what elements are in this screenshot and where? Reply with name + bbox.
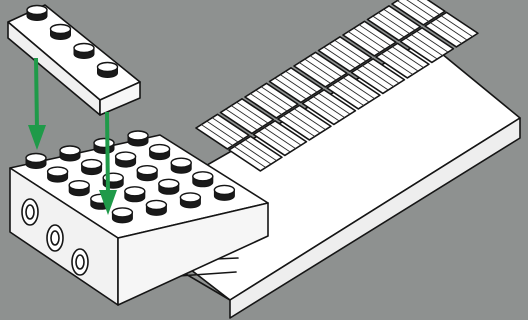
- base-brick-stud: [180, 193, 200, 208]
- placement-arrow-left: [36, 58, 37, 130]
- placement-arrow-right: [107, 112, 108, 195]
- stud-top: [214, 185, 234, 194]
- base-brick-stud: [69, 181, 89, 196]
- side-hole-inner: [26, 205, 34, 219]
- stud-top: [180, 193, 200, 202]
- side-hole-inner: [51, 231, 59, 245]
- stud-top: [74, 44, 94, 53]
- base-brick-stud: [128, 131, 148, 146]
- stud-top: [48, 167, 68, 176]
- stud-top: [159, 179, 179, 188]
- stud-top: [82, 160, 102, 169]
- base-brick-stud: [26, 154, 46, 169]
- base-brick-stud: [137, 166, 157, 181]
- loose-plate-stud: [51, 25, 71, 40]
- stud-top: [137, 166, 157, 175]
- base-brick-stud: [146, 200, 166, 215]
- stud-top: [69, 181, 89, 190]
- placement-arrow-left-head: [28, 125, 46, 150]
- stud-top: [98, 63, 118, 72]
- stud-top: [116, 152, 136, 161]
- stud-top: [51, 25, 71, 34]
- stud-top: [125, 187, 145, 196]
- stud-top: [27, 6, 47, 15]
- stud-top: [193, 172, 213, 181]
- base-brick-stud: [150, 145, 170, 160]
- stud-top: [94, 139, 114, 148]
- base-brick-stud: [112, 208, 132, 223]
- stud-top: [60, 146, 80, 155]
- stud-top: [112, 208, 132, 217]
- base-brick-stud: [214, 185, 234, 200]
- loose-plate-stud: [74, 44, 94, 59]
- base-brick-stud: [159, 179, 179, 194]
- loose-plate-stud: [98, 63, 118, 78]
- stud-top: [171, 158, 191, 167]
- base-brick-stud: [193, 172, 213, 187]
- base-brick-stud: [94, 139, 114, 154]
- base-brick-stud: [125, 187, 145, 202]
- base-brick-stud: [116, 152, 136, 167]
- stud-top: [150, 145, 170, 154]
- loose-plate-stud: [27, 6, 47, 21]
- stud-top: [128, 131, 148, 140]
- side-hole-inner: [76, 255, 84, 269]
- loose-plate: [8, 5, 140, 115]
- base-brick-stud: [48, 167, 68, 182]
- stud-top: [26, 154, 46, 163]
- base-brick-stud: [82, 160, 102, 175]
- base-brick-stud: [171, 158, 191, 173]
- base-brick-stud: [60, 146, 80, 161]
- stud-top: [146, 200, 166, 209]
